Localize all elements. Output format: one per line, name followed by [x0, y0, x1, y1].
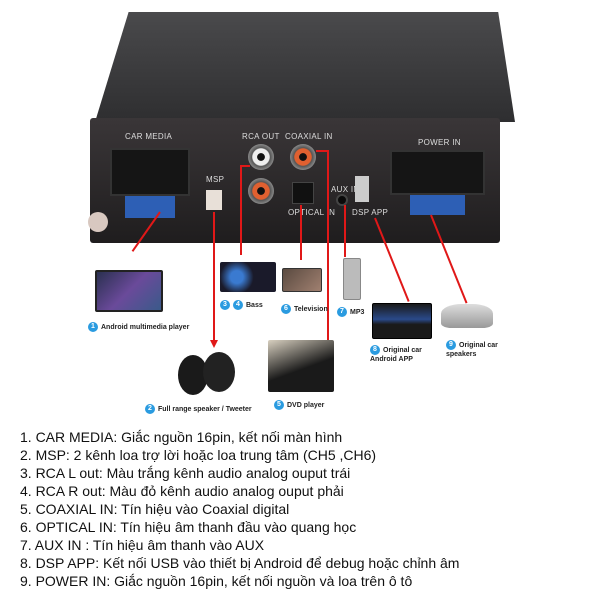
- label-dsp-app: DSP APP: [352, 208, 389, 217]
- list-item: 1. CAR MEDIA: Giắc nguồn 16pin, kết nối …: [20, 429, 343, 445]
- arrow-aux: [344, 205, 346, 257]
- device-top: [95, 12, 515, 122]
- list-item: 6. OPTICAL IN: Tín hiệu âm thanh đầu vào…: [20, 519, 357, 535]
- car-media-plug: [125, 196, 175, 218]
- android-player-image: [95, 270, 163, 312]
- list-item: 8. DSP APP: Kết nối USB vào thiết bị And…: [20, 555, 460, 571]
- list-item: 5. COAXIAL IN: Tín hiệu vào Coaxial digi…: [20, 501, 290, 517]
- description-list: 1. CAR MEDIA: Giắc nguồn 16pin, kết nối …: [20, 428, 459, 590]
- list-item: 2. MSP: 2 kênh loa trợ lời hoặc loa trun…: [20, 447, 377, 463]
- optical-port: [292, 182, 314, 204]
- label-optical-in: OPTICAL IN: [288, 208, 336, 217]
- arrow-optical: [300, 205, 302, 260]
- arrow-coaxial-h: [316, 150, 328, 152]
- tweeter-image-2: [203, 352, 235, 392]
- list-item: 4. RCA R out: Màu đỏ kênh audio analog o…: [20, 483, 344, 499]
- rca-left-jack: [248, 144, 274, 170]
- msp-connector: [206, 190, 222, 210]
- label-rca-out: RCA OUT: [242, 132, 280, 141]
- car-image: [441, 304, 493, 328]
- label-car-media: CAR MEDIA: [125, 132, 173, 141]
- arrow-rca-h: [240, 165, 250, 167]
- sticker: [88, 212, 108, 232]
- power-in-plug: [410, 195, 465, 215]
- mp3-image: [343, 258, 361, 300]
- label-aux-in: AUX IN: [331, 185, 360, 194]
- dvd-player-image: [268, 340, 334, 392]
- label-msp: MSP: [206, 175, 225, 184]
- power-in-connector: [390, 150, 485, 195]
- arrow-msp: [213, 212, 215, 342]
- list-item: 9. POWER IN: Giắc nguồn 16pin, kết nối n…: [20, 573, 413, 589]
- list-item: 3. RCA L out: Màu trắng kênh audio analo…: [20, 465, 351, 481]
- television-image: [282, 268, 322, 292]
- arrow-rca: [240, 165, 242, 255]
- label-power-in: POWER IN: [418, 138, 461, 147]
- coaxial-jack: [290, 144, 316, 170]
- arrow-coaxial: [327, 150, 329, 345]
- list-item: 7. AUX IN : Tín hiệu âm thanh vào AUX: [20, 537, 265, 553]
- arrowhead: [210, 340, 218, 348]
- aux-port: [336, 194, 348, 206]
- car-media-connector: [110, 148, 190, 196]
- usb-port: [355, 176, 369, 202]
- bass-speaker-image: [220, 262, 276, 292]
- label-coaxial-in: COAXIAL IN: [285, 132, 333, 141]
- rca-right-jack: [248, 178, 274, 204]
- car-android-app-image: [372, 303, 432, 339]
